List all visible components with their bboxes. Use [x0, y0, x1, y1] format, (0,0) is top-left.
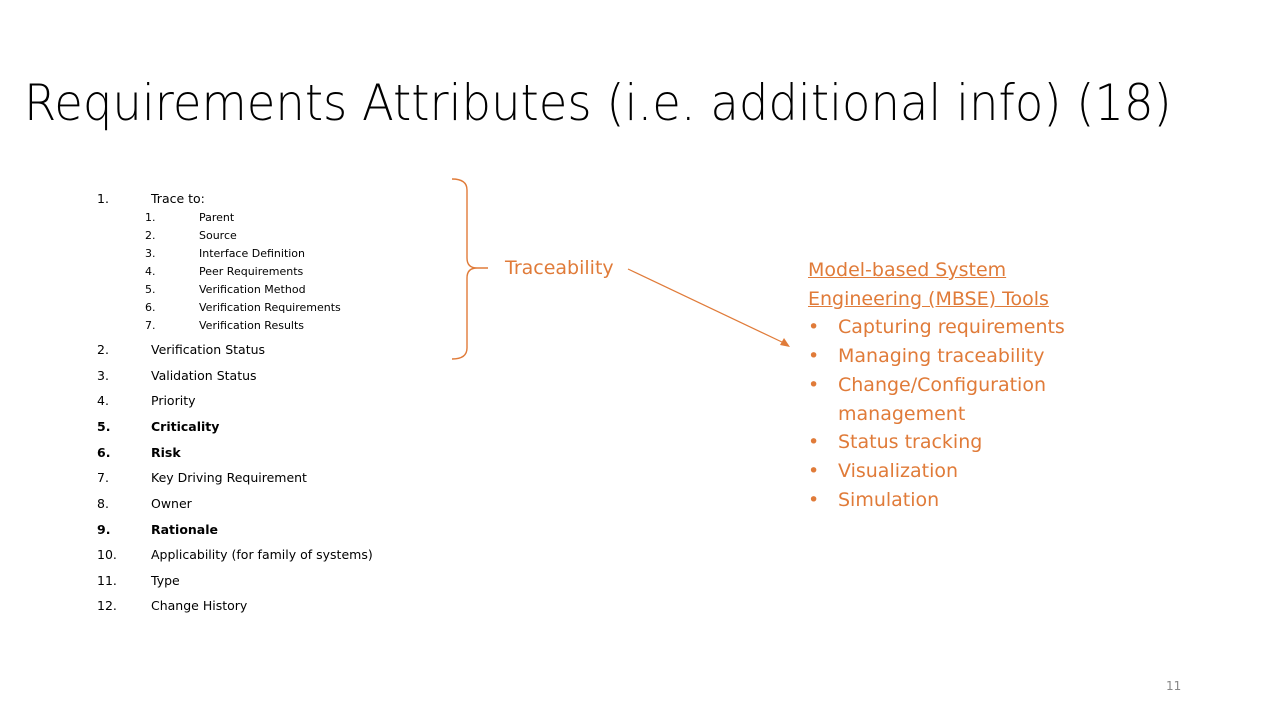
item-label: Criticality: [151, 419, 220, 434]
bullet-text: Simulation: [838, 488, 940, 511]
bullet-item: • Simulation: [808, 486, 1065, 515]
item-label: Applicability (for family of systems): [151, 547, 373, 562]
bullet-text: Capturing requirements: [838, 316, 1065, 339]
bullet-item: • Change/Configuration: [808, 371, 1065, 400]
page-number: 11: [1166, 679, 1182, 693]
item-number: 1.: [97, 191, 109, 206]
bullet-continuation: management: [808, 400, 1065, 429]
bullet-text: Visualization: [838, 459, 959, 482]
bullet-icon: •: [808, 316, 820, 339]
sub-item-label: Verification Results: [199, 319, 305, 332]
bullet-text: Change/Configuration: [838, 373, 1046, 396]
bullet-text: Status tracking: [838, 431, 983, 454]
item-number: 9.: [97, 522, 111, 537]
item-number: 8.: [97, 496, 109, 511]
item-number: 11.: [97, 573, 117, 588]
bullet-text: management: [838, 402, 966, 425]
item-number: 2.: [97, 342, 109, 357]
item-label: Priority: [151, 393, 196, 408]
sub-item-number: 4.: [145, 265, 156, 278]
sub-item-label: Source: [199, 229, 237, 242]
item-label: Type: [151, 573, 180, 588]
item-label: Key Driving Requirement: [151, 470, 307, 485]
sub-item-label: Verification Method: [199, 283, 306, 296]
bullet-item: • Visualization: [808, 457, 1065, 486]
item-number: 12.: [97, 598, 117, 613]
item-label: Change History: [151, 598, 248, 613]
bullet-item: • Capturing requirements: [808, 313, 1065, 342]
sub-item-number: 3.: [145, 247, 156, 260]
sub-item-label: Parent: [199, 211, 235, 224]
item-number: 10.: [97, 547, 117, 562]
arrow-head-icon: [780, 338, 790, 347]
mbse-heading-line1: Model-based System: [808, 259, 1007, 281]
curly-brace-icon: [451, 178, 488, 360]
sub-item-label: Verification Requirements: [199, 301, 341, 314]
sub-item-number: 6.: [145, 301, 156, 314]
bullet-text: Managing traceability: [838, 345, 1045, 368]
bullet-icon: •: [808, 431, 820, 454]
item-number: 7.: [97, 470, 109, 485]
item-label: Risk: [151, 445, 181, 460]
bullet-icon: •: [808, 373, 820, 396]
item-number: 4.: [97, 393, 109, 408]
sub-item-number: 1.: [145, 211, 156, 224]
traceability-label: Traceability: [505, 257, 614, 279]
item-label: Trace to:: [151, 191, 205, 206]
sub-item-number: 7.: [145, 319, 156, 332]
item-label: Rationale: [151, 522, 219, 537]
item-number: 3.: [97, 368, 109, 383]
sub-item-number: 5.: [145, 283, 156, 296]
sub-item-label: Peer Requirements: [199, 265, 304, 278]
item-number: 6.: [97, 445, 111, 460]
bullet-icon: •: [808, 488, 820, 511]
mbse-tools-box: Model-based System Engineering (MBSE) To…: [808, 256, 1065, 514]
arrow-line: [627, 268, 785, 344]
item-number: 5.: [97, 419, 111, 434]
mbse-heading-line2: Engineering (MBSE) Tools: [808, 287, 1049, 310]
bullet-item: • Status tracking: [808, 428, 1065, 457]
bullet-icon: •: [808, 459, 820, 482]
item-label: Owner: [151, 496, 192, 511]
slide-title: Requirements Attributes (i.e. additional…: [24, 74, 1172, 132]
bullet-item: • Managing traceability: [808, 342, 1065, 371]
item-label: Validation Status: [151, 368, 257, 383]
item-label: Verification Status: [151, 342, 266, 357]
sub-item-number: 2.: [145, 229, 156, 242]
sub-item-label: Interface Definition: [199, 247, 306, 260]
bullet-icon: •: [808, 345, 820, 368]
